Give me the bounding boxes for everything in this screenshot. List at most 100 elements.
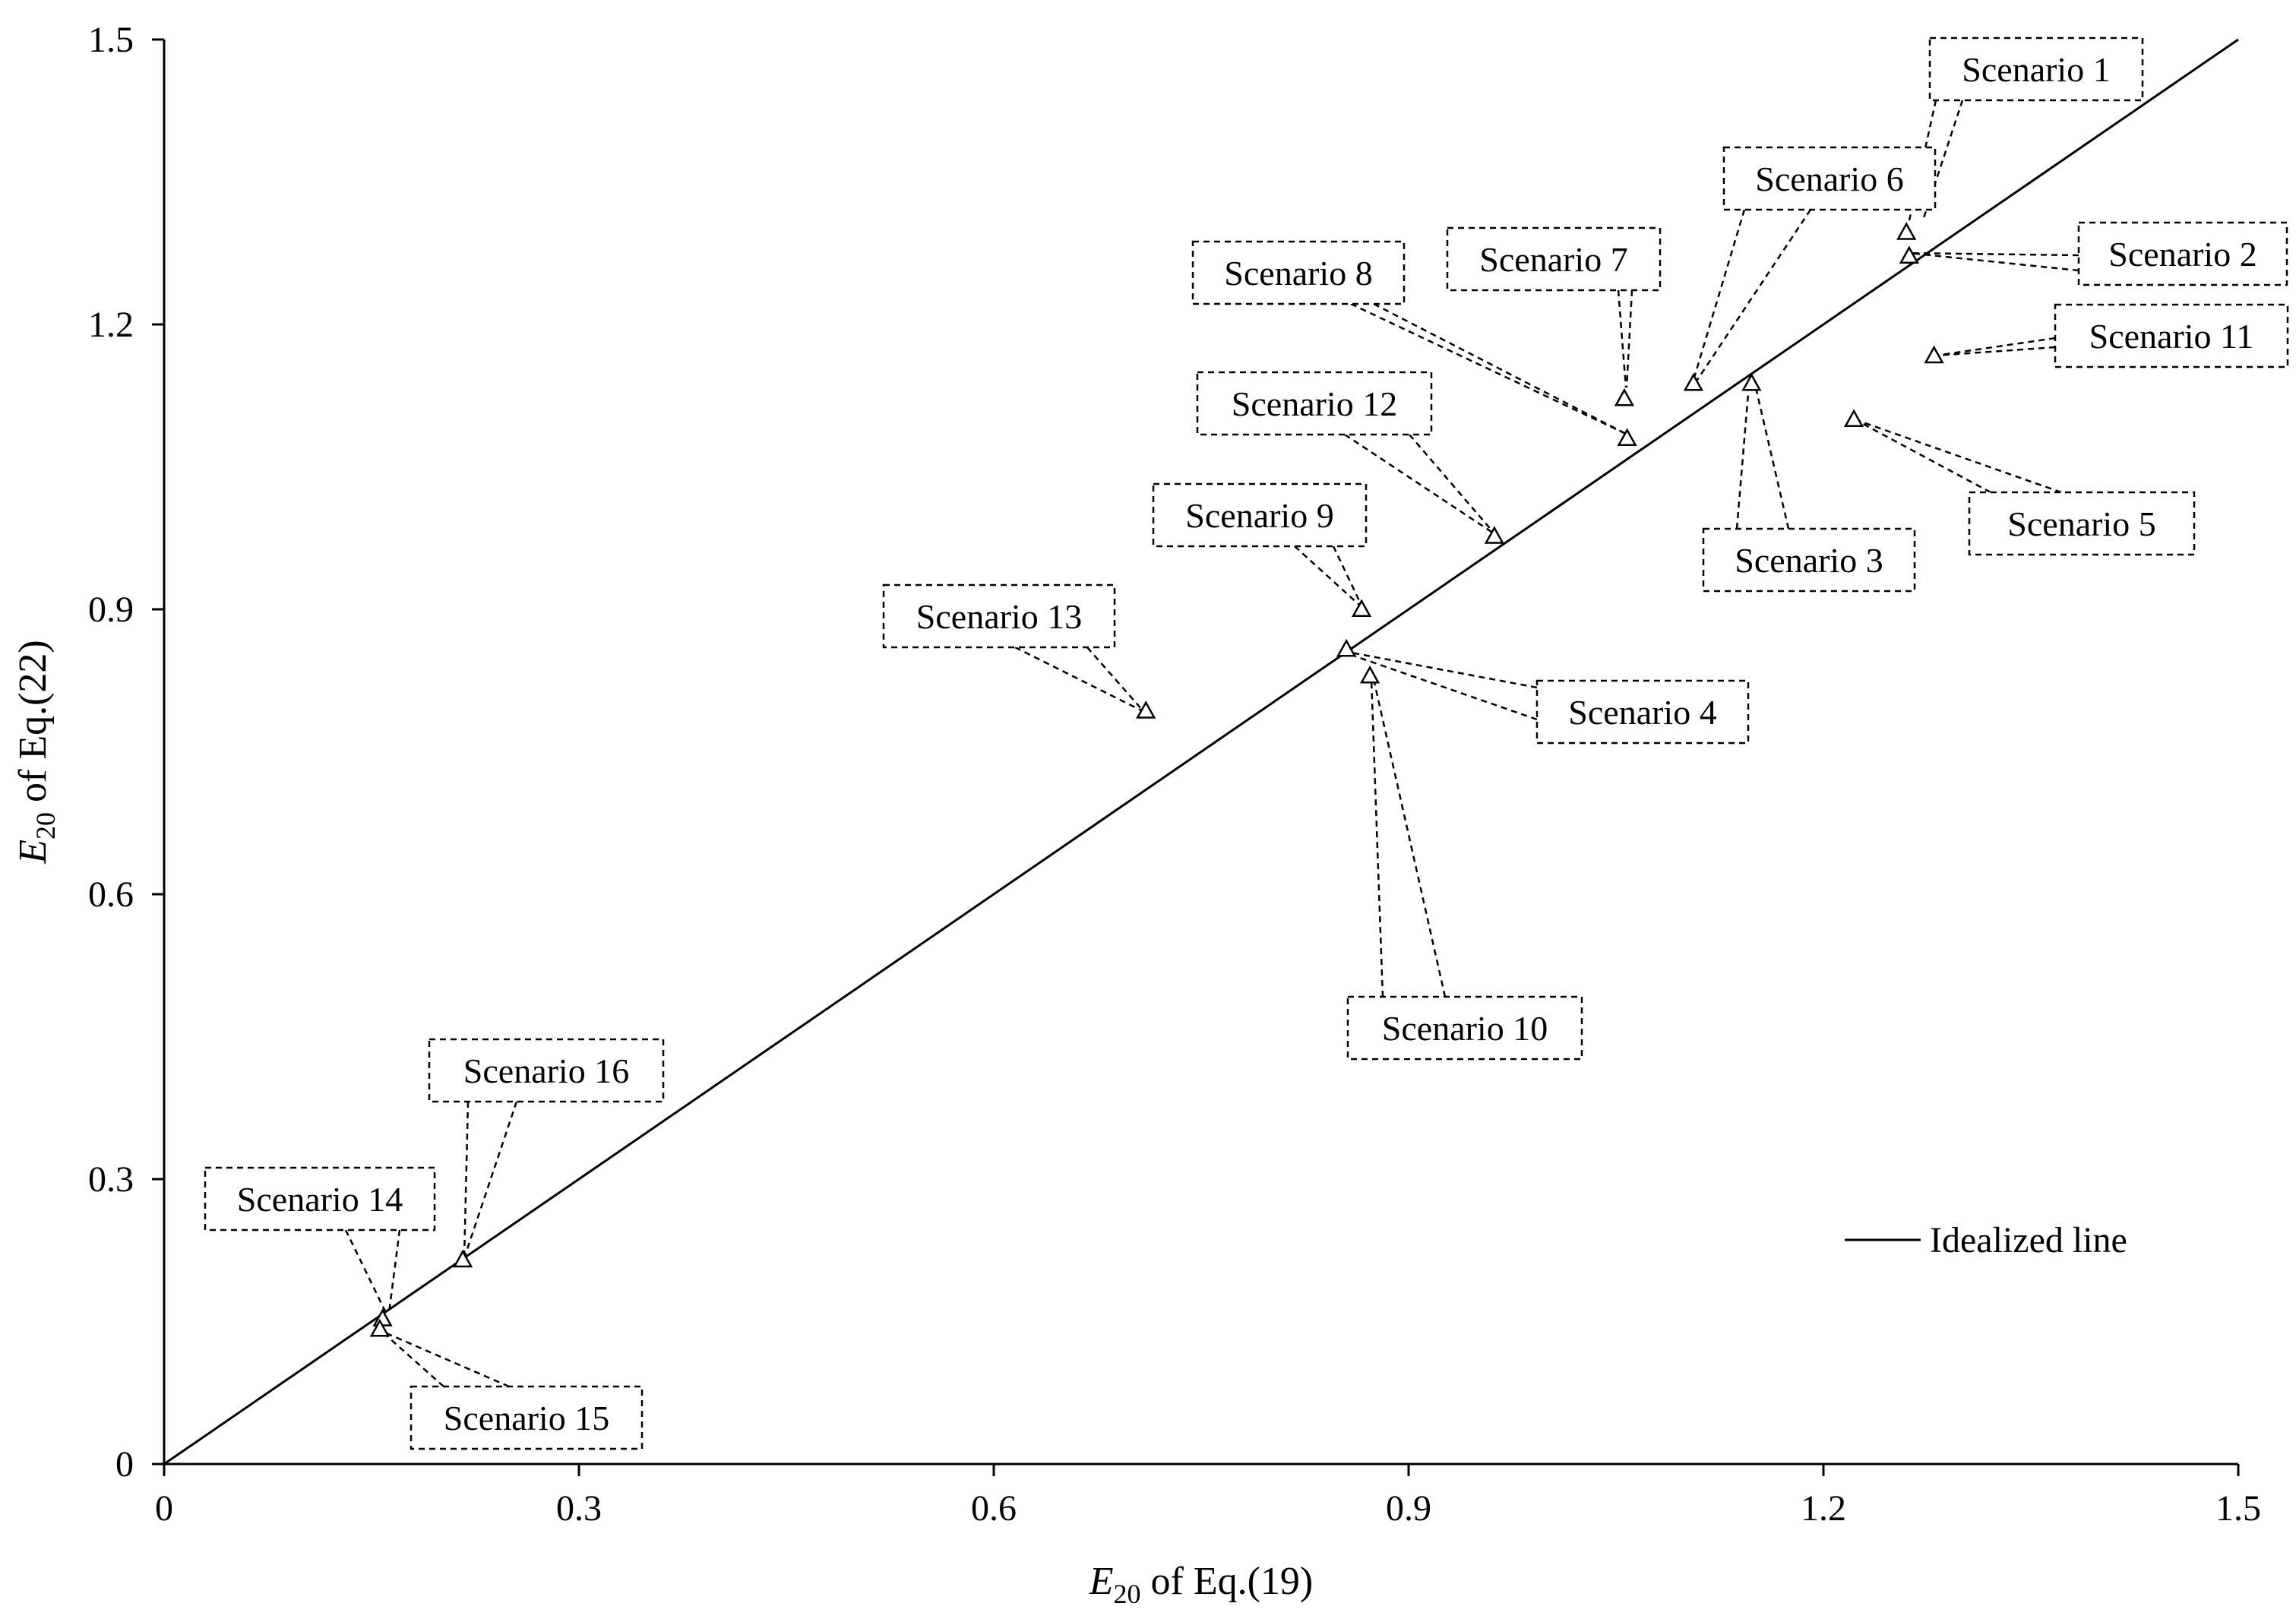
annotation-callout: Scenario 11: [1935, 303, 2289, 368]
leader-line: [1373, 302, 1628, 436]
leader-line: [1754, 384, 1790, 530]
data-point-marker: [1896, 222, 1917, 240]
leader-line: [1854, 418, 1991, 494]
y-tick-label: 0.9: [88, 590, 134, 630]
data-point-marker: [369, 1318, 391, 1337]
y-tick-label: 1.2: [88, 305, 134, 345]
data-point-marker: [1741, 372, 1762, 391]
annotation-box: [1196, 371, 1433, 436]
annotation-label: Scenario 3: [1735, 541, 1883, 580]
y-tick-label: 0: [115, 1444, 134, 1485]
annotation-label: Scenario 15: [444, 1399, 609, 1437]
data-point-marker: [1336, 638, 1357, 657]
annotation-label: Scenario 9: [1185, 496, 1333, 535]
data-point-marker: [1617, 428, 1637, 447]
x-tick-label: 0.6: [971, 1488, 1017, 1529]
data-point-marker: [1843, 409, 1864, 428]
annotation-callout: Scenario 8: [1191, 240, 1628, 436]
data-points: [369, 222, 1944, 1337]
leader-line: [1344, 433, 1492, 533]
annotation-label: Scenario 2: [2108, 235, 2256, 274]
axes: 0 0.3 0.6 0.9 1.2 1.5 0 0.3 0.6 0.9 1.2 1.5: [88, 20, 2261, 1529]
leader-line: [387, 1229, 401, 1314]
x-tick-label: 0.3: [556, 1488, 602, 1529]
leader-line: [463, 1101, 470, 1259]
legend: Idealized line: [1845, 1220, 2127, 1260]
annotation-label: Scenario 7: [1479, 240, 1627, 279]
annotation-box: [1535, 679, 1750, 745]
annotation-label: Scenario 1: [1962, 50, 2110, 89]
annotation-box: [204, 1166, 436, 1232]
data-point-marker: [1484, 526, 1504, 544]
data-point-marker: [1359, 665, 1380, 684]
annotation-box: [1722, 146, 1937, 211]
annotation-label: Scenario 4: [1568, 693, 1716, 732]
idealized-line: [163, 38, 2239, 1466]
annotation-box: [1152, 482, 1368, 548]
leader-line: [381, 1330, 510, 1388]
leader-line: [1692, 209, 1746, 381]
x-tick-label: 1.5: [2215, 1488, 2261, 1529]
leader-line: [1346, 652, 1538, 721]
annotation-callout: Scenario 13: [882, 583, 1143, 712]
x-tick-label: 1.2: [1801, 1488, 1846, 1529]
annotation-callout: Scenario 1: [1908, 36, 2144, 221]
data-point-marker: [1899, 245, 1919, 264]
annotation-label: Scenario 11: [2089, 317, 2254, 356]
annotation-label: Scenario 16: [463, 1051, 629, 1090]
leader-line: [1086, 647, 1143, 711]
y-tick-label: 0.3: [88, 1159, 134, 1200]
annotation-callout: Scenario 6: [1692, 146, 1937, 381]
leader-line: [1696, 209, 1812, 381]
leader-line: [344, 1229, 387, 1314]
y-tick-label: 0.6: [88, 874, 134, 915]
data-point-marker: [1614, 387, 1635, 406]
annotation-callout: Scenario 2: [1908, 221, 2288, 286]
annotation-box: [1702, 527, 1916, 593]
x-tick-label: 0: [155, 1488, 173, 1529]
data-point-marker: [1683, 372, 1704, 391]
data-point-marker: [1136, 700, 1156, 719]
data-point-marker: [452, 1249, 473, 1268]
annotation-callout: Scenario 14: [204, 1166, 436, 1314]
annotation-box: [1446, 226, 1662, 292]
annotation-box: [2077, 221, 2288, 286]
annotation-box: [410, 1385, 644, 1450]
annotation-label: Scenario 13: [916, 597, 1082, 636]
annotation-box: [1928, 36, 2144, 102]
leader-line: [1346, 650, 1538, 689]
annotation-label: Scenario 14: [237, 1180, 403, 1219]
annotation-callout: Scenario 15: [381, 1330, 644, 1450]
leader-line: [463, 1101, 518, 1259]
leader-line: [1935, 346, 2056, 357]
annotation-callout: Scenario 12: [1196, 371, 1494, 533]
annotation-box: [428, 1038, 665, 1103]
annotation-box: [1191, 240, 1406, 305]
annotation-label: Scenario 6: [1755, 160, 1903, 198]
annotation-callout: Scenario 3: [1702, 384, 1916, 593]
leader-line: [1350, 302, 1628, 436]
legend-label: Idealized line: [1930, 1220, 2127, 1260]
leader-line: [1908, 251, 2079, 257]
leader-line: [1294, 545, 1361, 606]
annotation-box: [2054, 303, 2289, 368]
leader-line: [1854, 418, 2062, 494]
annotation-callout: Scenario 9: [1152, 482, 1368, 606]
annotation-label: Scenario 8: [1224, 254, 1372, 292]
annotation-callout: Scenario 10: [1346, 678, 1583, 1061]
x-tick-label: 0.9: [1386, 1488, 1431, 1529]
annotations: Scenario 1 Scenario 2 Scenario 3 Scenario 4…: [204, 36, 2289, 1450]
annotation-callout: Scenario 7: [1446, 226, 1662, 388]
leader-line: [1735, 384, 1750, 530]
leader-line: [1625, 289, 1633, 388]
idealized-line-layer: [163, 38, 2239, 1466]
leader-line: [1409, 434, 1494, 533]
y-axis-title: E20 of Eq.(22): [11, 640, 61, 864]
annotation-box: [882, 583, 1116, 649]
leader-line: [381, 1330, 444, 1387]
data-point-marker: [1924, 345, 1944, 364]
leader-line: [1332, 545, 1363, 606]
y-tick-label: 1.5: [88, 20, 134, 60]
leader-line: [1908, 251, 2079, 272]
